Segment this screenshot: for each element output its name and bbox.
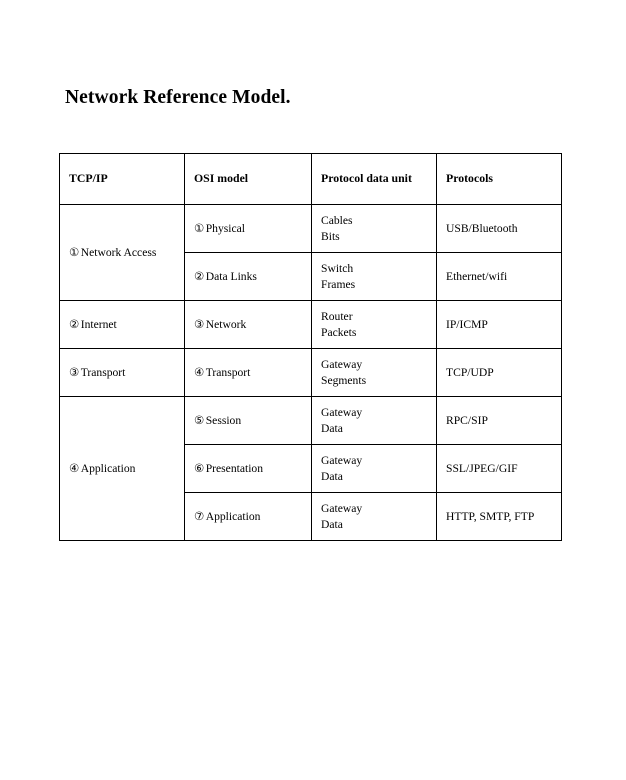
pdu-line-2: Bits xyxy=(321,229,340,243)
protocols-cell: IP/ICMP xyxy=(436,300,562,349)
pdu-line-1: Gateway xyxy=(321,406,363,420)
table-header: TCP/IP OSI model Protocol data unit Prot… xyxy=(59,153,562,205)
protocols-cell: Ethernet/wifi xyxy=(436,252,562,301)
pdu-line-2: Frames xyxy=(321,277,356,291)
pdu-line-1: Gateway xyxy=(321,454,363,468)
circled-number-5-icon: ⑤ xyxy=(194,412,205,427)
protocols-cell: HTTP, SMTP, FTP xyxy=(436,492,562,541)
column-header-tcpip: TCP/IP xyxy=(59,153,185,205)
pdu-line-1: Switch xyxy=(321,262,354,276)
circled-number-2-icon: ② xyxy=(194,268,205,283)
page-title: Network Reference Model. xyxy=(65,87,291,108)
circled-number-3-icon: ③ xyxy=(69,364,80,379)
osi-layer-label: Presentation xyxy=(205,461,264,475)
pdu-line-1: Router xyxy=(321,310,353,324)
table-header-row: TCP/IP OSI model Protocol data unit Prot… xyxy=(59,153,562,205)
network-reference-model-table-wrapper: TCP/IP OSI model Protocol data unit Prot… xyxy=(59,153,562,541)
pdu-line-1: Gateway xyxy=(321,358,363,372)
tcpip-layer-label: Application xyxy=(80,461,136,475)
osi-layer-label: Transport xyxy=(205,365,251,379)
pdu-line-2: Segments xyxy=(321,373,367,387)
circled-number-4-icon: ④ xyxy=(194,364,205,379)
pdu-line-1: Gateway xyxy=(321,502,363,516)
osi-layer-label: Session xyxy=(205,413,242,427)
circled-number-1-icon: ① xyxy=(194,220,205,235)
pdu-cell: Gateway Data xyxy=(311,492,437,541)
pdu-cell: Cables Bits xyxy=(311,204,437,253)
tcpip-layer-label: Internet xyxy=(80,317,117,331)
osi-layer-label: Physical xyxy=(205,221,246,235)
osi-layer-label: Network xyxy=(205,317,247,331)
circled-number-3-icon: ③ xyxy=(194,316,205,331)
pdu-cell: Switch Frames xyxy=(311,252,437,301)
pdu-line-2: Data xyxy=(321,469,343,483)
circled-number-4-icon: ④ xyxy=(69,460,80,475)
pdu-line-2: Data xyxy=(321,421,343,435)
circled-number-7-icon: ⑦ xyxy=(194,508,205,523)
osi-layer-label: Application xyxy=(205,509,261,523)
protocols-cell: USB/Bluetooth xyxy=(436,204,562,253)
tcpip-layer-label: Transport xyxy=(80,365,126,379)
column-header-protocol-data-unit: Protocol data unit xyxy=(311,153,437,205)
protocols-cell: TCP/UDP xyxy=(436,348,562,397)
pdu-cell: Gateway Data xyxy=(311,396,437,445)
column-header-protocols: Protocols xyxy=(436,153,562,205)
pdu-cell: Router Packets xyxy=(311,300,437,349)
circled-number-1-icon: ① xyxy=(69,244,80,259)
protocols-cell: SSL/JPEG/GIF xyxy=(436,444,562,493)
column-header-osi-model: OSI model xyxy=(184,153,312,205)
network-reference-model-table: TCP/IP OSI model Protocol data unit Prot… xyxy=(59,153,562,541)
pdu-cell: Gateway Data xyxy=(311,444,437,493)
circled-number-2-icon: ② xyxy=(69,316,80,331)
osi-layer-label: Data Links xyxy=(205,269,257,283)
pdu-line-1: Cables xyxy=(321,214,353,228)
pdu-cell: Gateway Segments xyxy=(311,348,437,397)
pdu-line-2: Packets xyxy=(321,325,357,339)
tcpip-layer-label: Network Access xyxy=(80,245,157,259)
pdu-line-2: Data xyxy=(321,517,343,531)
protocols-cell: RPC/SIP xyxy=(436,396,562,445)
circled-number-6-icon: ⑥ xyxy=(194,460,205,475)
